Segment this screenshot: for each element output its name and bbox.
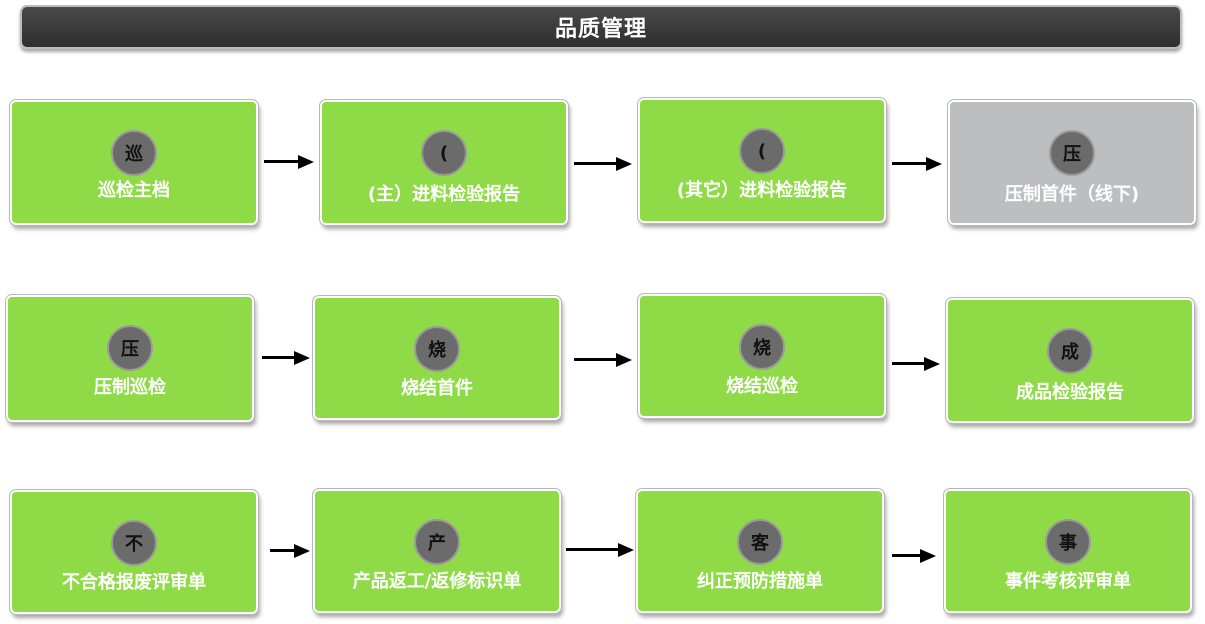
arrow-right-icon — [892, 157, 942, 171]
node-label: (主）进料检验报告 — [367, 184, 521, 205]
title-bar: 品质管理 — [20, 5, 1182, 49]
arrow-right-icon — [566, 543, 634, 557]
node-label: (其它）进料检验报告 — [676, 180, 848, 201]
node-label: 烧结首件 — [401, 378, 473, 399]
node-sintering-first-piece[interactable]: 烧 烧结首件 — [312, 295, 562, 421]
node-patrol-inspection-master[interactable]: 巡 巡检主档 — [9, 99, 259, 226]
node-badge: 产 — [414, 519, 460, 565]
node-other-incoming-inspection-report[interactable]: ( (其它）进料检验报告 — [637, 97, 887, 224]
node-badge: 压 — [1049, 130, 1095, 176]
page-title: 品质管理 — [554, 17, 647, 42]
node-incident-assessment-review[interactable]: 事 事件考核评审单 — [943, 488, 1193, 614]
node-label: 压制首件（线下) — [1004, 184, 1140, 205]
node-label: 不合格报废评审单 — [62, 572, 206, 593]
node-label: 压制巡检 — [94, 377, 166, 398]
node-sintering-patrol-inspection[interactable]: 烧 烧结巡检 — [637, 293, 887, 419]
node-pressing-first-piece-offline[interactable]: 压 压制首件（线下) — [947, 99, 1197, 226]
node-label: 烧结巡检 — [726, 376, 798, 397]
node-badge: ( — [421, 130, 467, 176]
node-label: 成品检验报告 — [1016, 382, 1124, 403]
node-badge: 压 — [107, 325, 153, 371]
node-badge: 事 — [1045, 519, 1091, 565]
arrow-right-icon — [264, 155, 314, 169]
node-badge: 客 — [737, 519, 783, 565]
arrow-right-icon — [892, 357, 940, 371]
node-product-rework-tag[interactable]: 产 产品返工/返修标识单 — [312, 488, 562, 614]
node-badge: 烧 — [414, 326, 460, 372]
node-badge: ( — [739, 128, 785, 174]
arrow-right-icon — [892, 549, 936, 563]
node-nonconforming-scrap-review[interactable]: 不 不合格报废评审单 — [9, 489, 259, 615]
node-badge: 巡 — [111, 130, 157, 176]
node-corrective-preventive-action[interactable]: 客 纠正预防措施单 — [635, 488, 885, 614]
node-badge: 成 — [1047, 328, 1093, 374]
node-badge: 烧 — [739, 324, 785, 370]
node-finished-product-inspection-report[interactable]: 成 成品检验报告 — [945, 297, 1195, 424]
node-label: 事件考核评审单 — [1005, 571, 1131, 592]
arrow-right-icon — [270, 544, 310, 558]
arrow-right-icon — [574, 353, 632, 367]
arrow-right-icon — [574, 157, 632, 171]
node-badge: 不 — [111, 520, 157, 566]
node-pressing-patrol-inspection[interactable]: 压 压制巡检 — [5, 294, 255, 423]
node-label: 产品返工/返修标识单 — [352, 571, 522, 592]
node-label: 纠正预防措施单 — [697, 571, 823, 592]
node-label: 巡检主档 — [98, 180, 170, 201]
arrow-right-icon — [262, 351, 310, 365]
node-main-incoming-inspection-report[interactable]: ( (主）进料检验报告 — [319, 99, 569, 226]
